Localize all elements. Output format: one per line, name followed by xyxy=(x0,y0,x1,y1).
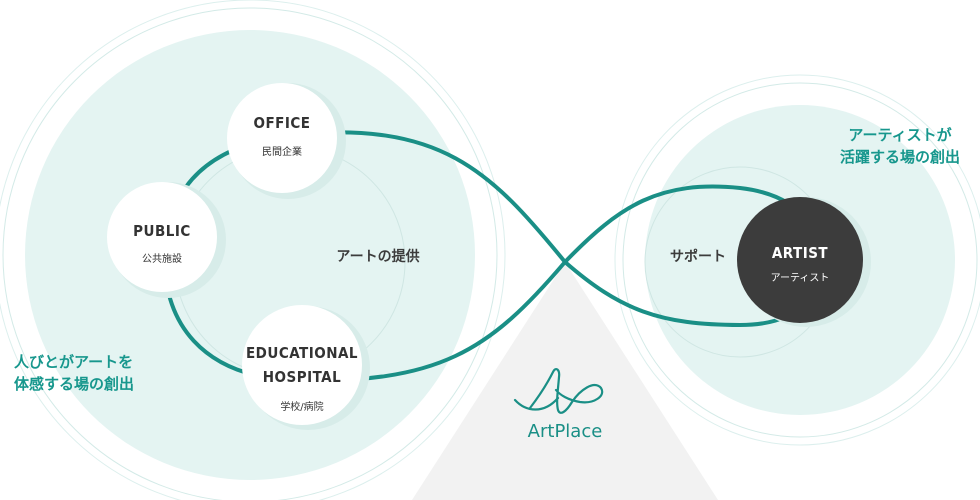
artplace-logo-text: ArtPlace xyxy=(528,421,603,442)
edu-node: EDUCATIONAL HOSPITAL 学校/病院 xyxy=(242,305,370,430)
artist-subtitle: アーティスト xyxy=(771,273,830,284)
edu-title-line1: EDUCATIONAL xyxy=(246,344,358,362)
left-caption-line1: 人びとがアートを xyxy=(14,353,133,371)
public-node: PUBLIC 公共施設 xyxy=(107,182,226,298)
artist-node: ARTIST アーティスト xyxy=(737,197,871,327)
right-ring xyxy=(622,82,978,438)
edu-circle xyxy=(242,305,362,425)
right-caption-line2: 活躍する場の創出 xyxy=(840,148,960,166)
right-outer-ring xyxy=(614,74,980,446)
right-caption-line1: アーティストが xyxy=(848,126,952,144)
support-label: サポート xyxy=(670,248,726,265)
left-circle-group xyxy=(0,0,506,500)
left-caption-line2: 体感する場の創出 xyxy=(14,375,134,393)
office-circle xyxy=(227,83,337,193)
background-triangle xyxy=(412,262,718,500)
artist-circle xyxy=(737,197,863,323)
left-ring xyxy=(2,7,498,500)
public-circle xyxy=(107,182,217,292)
office-node: OFFICE 民間企業 xyxy=(227,83,346,199)
public-subtitle: 公共施設 xyxy=(142,252,182,265)
edu-title-line2: HOSPITAL xyxy=(263,368,341,386)
office-subtitle: 民間企業 xyxy=(262,145,302,158)
artplace-logo-mark-icon xyxy=(513,368,604,414)
public-title: PUBLIC xyxy=(133,222,191,240)
artist-title: ARTIST xyxy=(772,244,829,262)
left-outer-ring xyxy=(0,0,506,500)
office-title: OFFICE xyxy=(253,114,310,132)
provide-art-label: アートの提供 xyxy=(336,248,419,265)
edu-subtitle: 学校/病院 xyxy=(280,400,323,413)
artplace-logo: ArtPlace xyxy=(513,368,604,442)
